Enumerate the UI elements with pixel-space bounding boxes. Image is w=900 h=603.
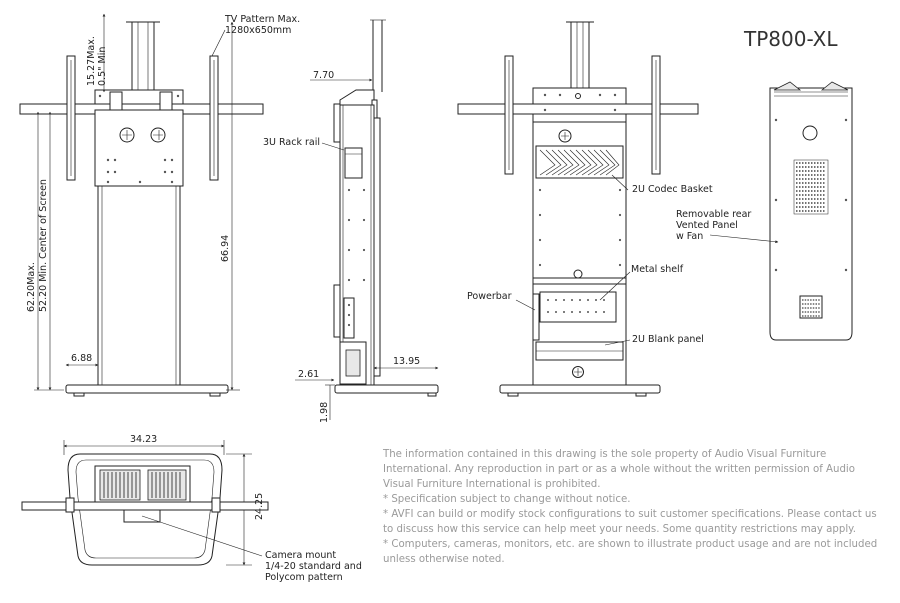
dim-base-offset: 6.88 [71,353,92,364]
notes-block: The information contained in this drawin… [383,447,888,567]
dim-height: 66.94 [220,235,231,262]
label-powerbar: Powerbar [467,291,512,302]
codec-basket-mesh [539,149,620,176]
label-metal-shelf: Metal shelf [631,264,684,275]
top-view [21,440,269,566]
rear-panel-view [709,81,853,341]
dim-side-left: 2.61 [298,369,319,380]
dim-vertical-top: 15.27Max. 0.5" Min [86,33,108,86]
dim-side-bottom: 1.98 [319,402,330,423]
dim-side-base: 13.95 [393,356,420,367]
label-blank-panel: 2U Blank panel [632,334,704,345]
dim-center-screen: 62.20Max. 52.20 Min. Center of Screen [26,179,49,312]
side-view [295,19,439,420]
label-rack-rail: 3U Rack rail [263,137,320,148]
back-view [457,21,699,397]
vent-grid [793,159,829,215]
note-spec: * Specification subject to change withou… [383,494,631,505]
front-view [19,13,264,397]
note-custom: * AVFI can build or modify stock configu… [383,509,877,535]
model-title: TP800-XL [743,27,838,51]
note-ownership: The information contained in this drawin… [383,449,855,490]
dim-side-top: 7.70 [313,70,334,81]
label-codec-basket: 2U Codec Basket [632,184,713,195]
dim-top-width: 34.23 [130,434,157,445]
label-tv-pattern: TV Pattern Max. 1280x650mm [224,14,303,36]
label-rear-panel: Removable rear Vented Panel w Fan [676,209,754,242]
dim-top-depth: 24.25 [254,493,265,520]
label-camera-mount: Camera mount 1/4-20 standard and Polycom… [265,550,365,583]
note-equipment: * Computers, cameras, monitors, etc. are… [383,539,878,565]
